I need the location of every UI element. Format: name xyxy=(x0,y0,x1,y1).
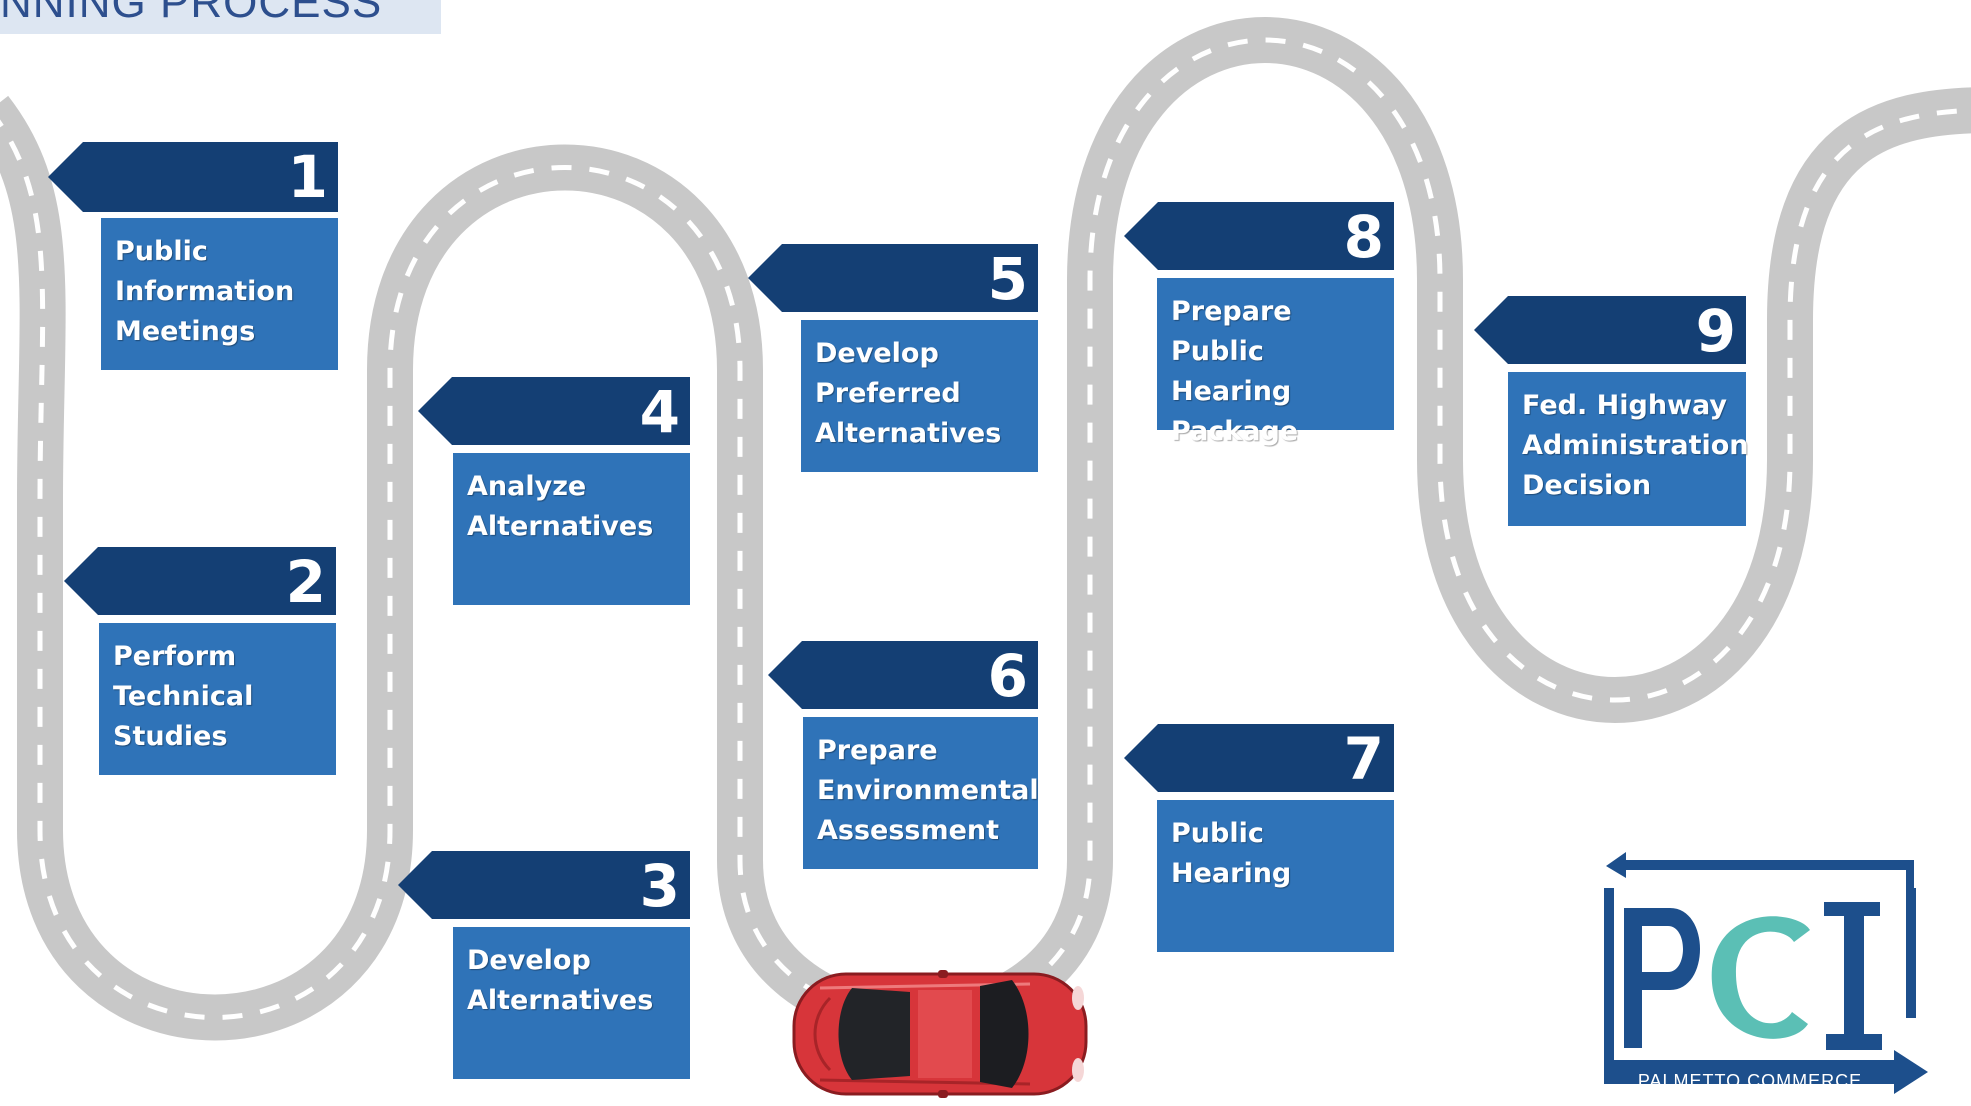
step-7-number: 7 xyxy=(1343,725,1384,793)
step-9-label: Fed. Highway Administration Decision xyxy=(1508,372,1749,526)
red-car-icon xyxy=(792,970,1088,1098)
step-2-number: 2 xyxy=(285,548,326,616)
step-3-label: Develop Alternatives xyxy=(453,927,690,1079)
step-5-label: Develop Preferred Alternatives xyxy=(801,320,1038,472)
step-9-tag: 9 xyxy=(1474,296,1746,365)
step-8-label: Prepare Public Hearing Package xyxy=(1157,278,1394,447)
step-6-label: Prepare Environmental Assessment xyxy=(803,717,1039,869)
pci-logo xyxy=(1604,852,1928,1094)
page-title: NNING PROCESS xyxy=(0,0,383,27)
title-bar: NNING PROCESS xyxy=(0,0,441,34)
step-1-number: 1 xyxy=(287,143,328,211)
step-7-label: Public Hearing xyxy=(1157,800,1394,952)
logo-caption: PALMETTO COMMERCE xyxy=(1637,1071,1863,1091)
step-5-number: 5 xyxy=(987,245,1028,313)
step-4-label: Analyze Alternatives xyxy=(453,453,690,605)
step-9-number: 9 xyxy=(1695,297,1736,365)
step-3-number: 3 xyxy=(639,852,680,920)
step-1-label: Public Information Meetings xyxy=(101,218,338,370)
step-3-tag: 3 xyxy=(398,851,690,920)
step-2-label: Perform Technical Studies xyxy=(99,623,336,775)
step-1-tag: 1 xyxy=(48,142,338,212)
step-4-number: 4 xyxy=(639,378,680,446)
step-2-tag: 2 xyxy=(64,547,336,616)
step-8-tag: 8 xyxy=(1124,202,1394,271)
step-7-tag: 7 xyxy=(1124,724,1394,793)
step-8-number: 8 xyxy=(1343,203,1384,271)
step-5-tag: 5 xyxy=(748,244,1038,313)
step-6-number: 6 xyxy=(987,642,1028,710)
step-4-tag: 4 xyxy=(418,377,690,446)
step-6-tag: 6 xyxy=(768,641,1038,710)
